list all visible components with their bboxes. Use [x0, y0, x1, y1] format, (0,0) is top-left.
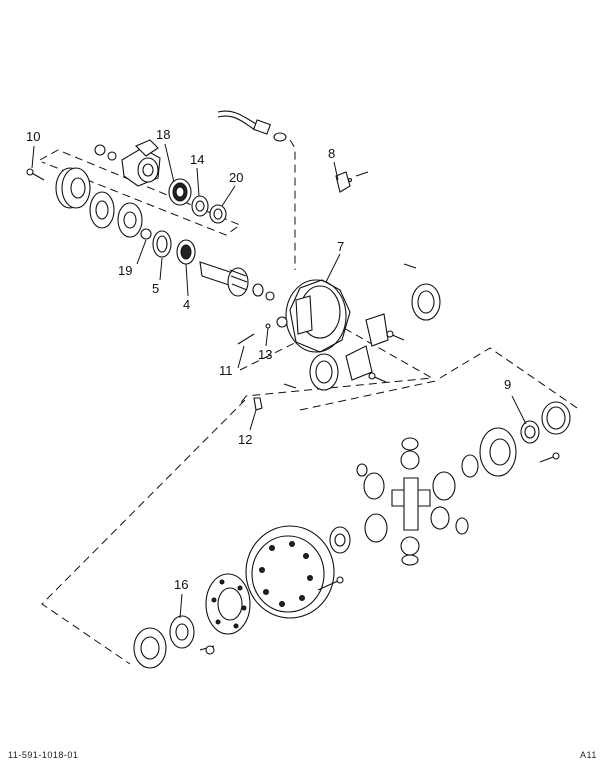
callout-5: 5	[152, 281, 160, 296]
callout-16: 16	[174, 577, 189, 592]
pinion-bearings	[140, 228, 196, 265]
carrier-housing	[276, 279, 351, 353]
breather-hose	[217, 110, 287, 142]
bracket-item-8	[335, 171, 369, 193]
bolt-item-10	[26, 168, 45, 181]
ring-gear	[245, 525, 344, 619]
callout-20: 20	[229, 170, 244, 185]
callout-4: 4	[183, 297, 191, 312]
side-bearing-right	[520, 401, 571, 444]
callout-12: 12	[238, 432, 253, 447]
callout-8: 8	[328, 146, 336, 161]
drive-pinion	[199, 261, 275, 301]
callout-7: 7	[337, 239, 345, 254]
diff-case-flange	[205, 573, 251, 635]
callout-18: 18	[156, 127, 171, 142]
diff-case-half	[479, 427, 560, 477]
page-code: A11	[580, 750, 597, 760]
callout-13: 13	[258, 347, 273, 362]
spider-gears	[329, 437, 479, 566]
callout-10: 10	[26, 129, 41, 144]
pinion-yoke	[94, 139, 161, 187]
shim-pack	[55, 167, 143, 238]
callout-19: 19	[118, 263, 133, 278]
small-pins	[237, 263, 417, 411]
adjuster-rings	[309, 283, 441, 391]
phantom-lines	[39, 139, 581, 665]
bearings-upper	[168, 178, 227, 224]
drawing-number: 11-591-1018-01	[8, 750, 79, 760]
callout-leaders	[31, 143, 527, 619]
bearing-caps	[345, 313, 405, 383]
callout-11: 11	[219, 363, 233, 378]
side-bearing-left	[133, 615, 215, 669]
callout-14: 14	[190, 152, 205, 167]
callout-9: 9	[504, 377, 512, 392]
